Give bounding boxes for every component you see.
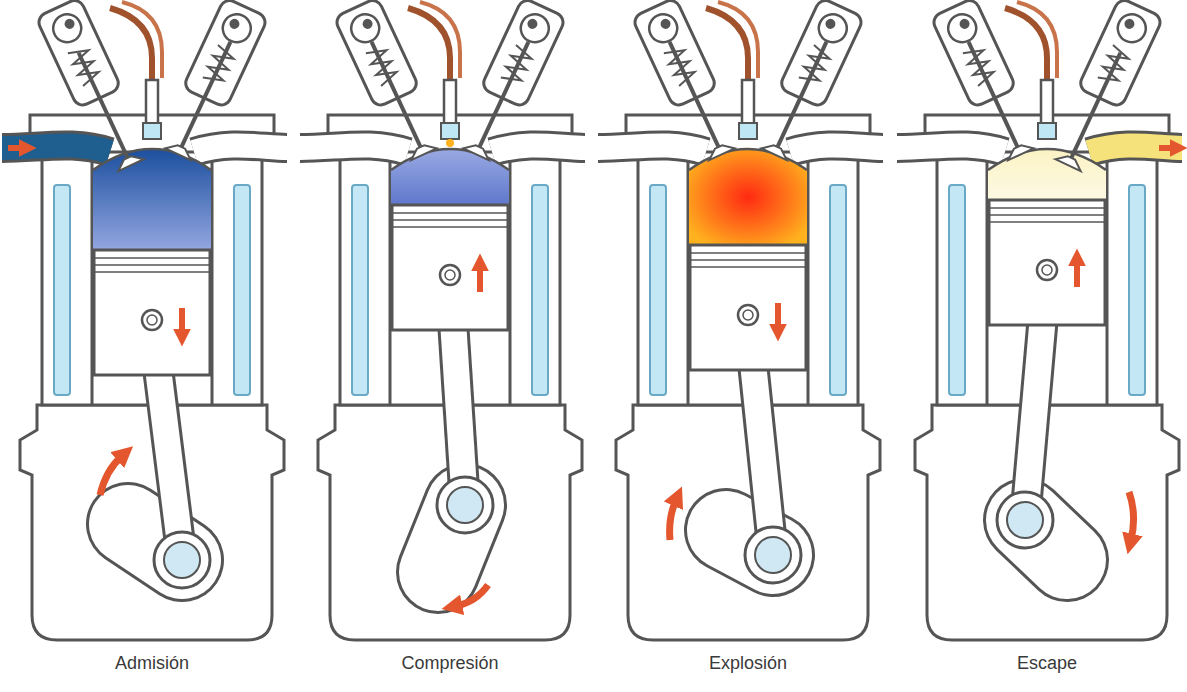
compression-stroke-drawing — [300, 0, 585, 640]
intake-stroke-drawing — [2, 0, 287, 640]
stroke-label: Escape — [1017, 652, 1077, 674]
stroke-label: Explosión — [709, 652, 787, 674]
power-stroke-drawing — [598, 0, 883, 640]
exhaust-stroke-drawing — [897, 0, 1182, 640]
stroke-label: Admisión — [115, 652, 189, 674]
stroke-label: Compresión — [401, 652, 498, 674]
